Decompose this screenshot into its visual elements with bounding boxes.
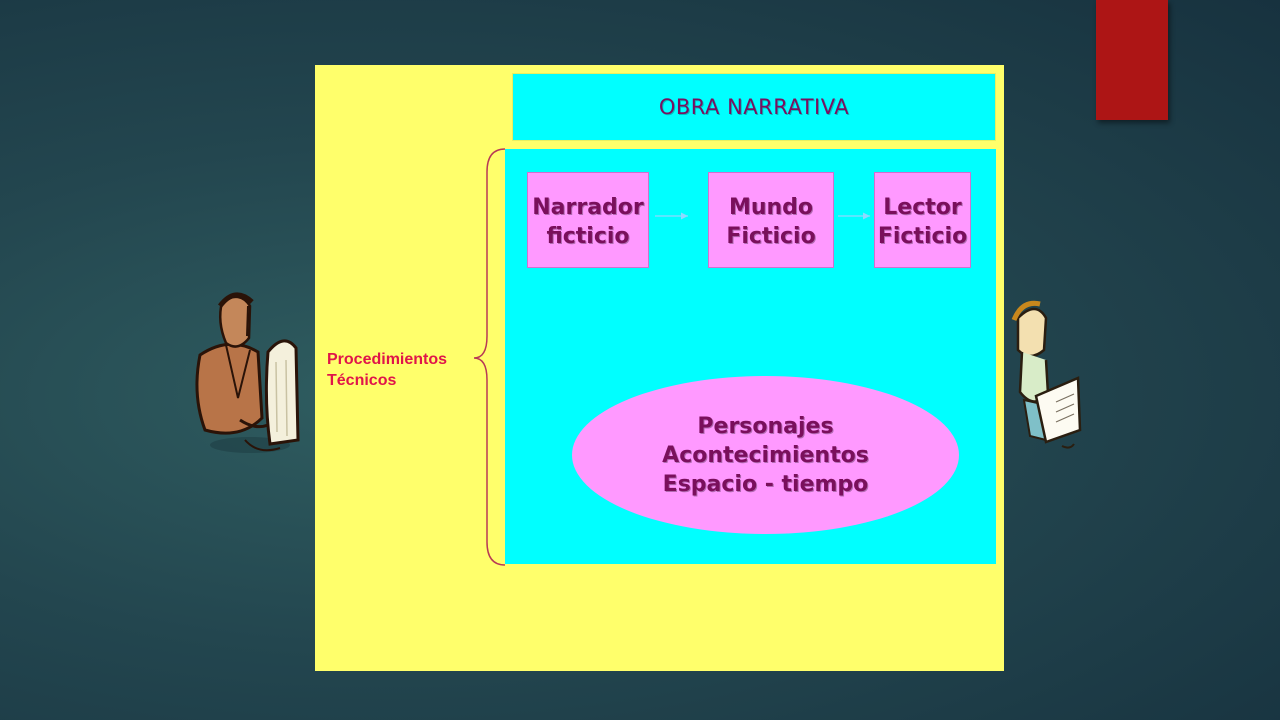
side-label-line2: Técnicos bbox=[327, 372, 397, 389]
box-lector-line1: Lector bbox=[883, 195, 962, 220]
side-label: Procedimientos Técnicos bbox=[327, 349, 447, 391]
person-at-computer-icon bbox=[195, 292, 300, 453]
title-box: OBRA NARRATIVA bbox=[512, 73, 996, 141]
box-lector-line2: Ficticio bbox=[877, 224, 968, 249]
oval-line2: Acontecimientos bbox=[662, 442, 869, 468]
box-mundo-line1: Mundo bbox=[728, 195, 814, 220]
box-lector: Lector Ficticio bbox=[874, 172, 971, 268]
oval-line1: Personajes bbox=[697, 413, 834, 439]
box-narrador: Narrador ficticio bbox=[527, 172, 649, 268]
box-narrador-line1: Narrador bbox=[532, 195, 644, 220]
box-narrador-line2: ficticio bbox=[546, 224, 630, 249]
box-mundo-line2: Ficticio bbox=[726, 224, 816, 249]
red-accent-tab bbox=[1096, 0, 1168, 120]
side-label-line1: Procedimientos bbox=[327, 351, 448, 368]
person-reading-book-icon bbox=[1011, 300, 1082, 449]
oval-line3: Espacio - tiempo bbox=[662, 471, 869, 497]
elements-oval: Personajes Acontecimientos Espacio - tie… bbox=[572, 376, 959, 534]
diagram-title: OBRA NARRATIVA bbox=[658, 95, 850, 119]
curly-brace bbox=[473, 148, 506, 566]
box-mundo: Mundo Ficticio bbox=[708, 172, 834, 268]
